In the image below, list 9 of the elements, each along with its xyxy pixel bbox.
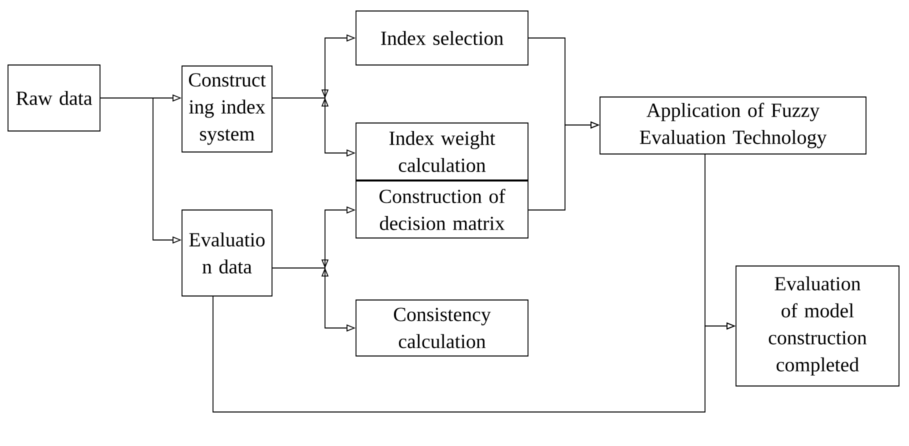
- process-box: Construction of decision matrix: [356, 180, 528, 238]
- process-box: Construct ing index system: [182, 66, 272, 152]
- process-box: Evaluation of model construction completed: [736, 266, 900, 386]
- process-box: Index weight calculation: [356, 122, 528, 180]
- process-box: Evaluatio n data: [182, 210, 272, 296]
- process-box: Consistency calculation: [356, 300, 528, 356]
- process-box: Application of Fuzzy Evaluation Technology: [600, 96, 866, 154]
- process-box: Raw data: [8, 64, 100, 132]
- process-box: Index selection: [356, 10, 528, 66]
